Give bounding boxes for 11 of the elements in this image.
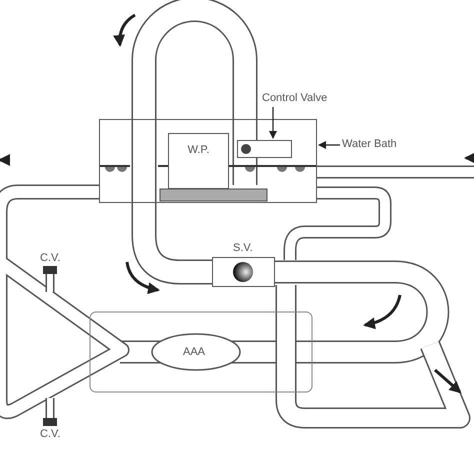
leader-line [318, 141, 340, 149]
water-bath-tank [99, 119, 317, 203]
sac-label: AAA [183, 346, 206, 358]
valve-box [237, 140, 292, 158]
part-label: Water Bath [342, 138, 422, 152]
valve-label: C.V. [40, 428, 60, 440]
pump-box: W.P. [168, 133, 229, 189]
valve-label: C.V. [40, 252, 60, 264]
part-label: Control Valve [262, 92, 352, 106]
leader-line [269, 107, 277, 139]
valve-label: S.V. [233, 242, 253, 254]
